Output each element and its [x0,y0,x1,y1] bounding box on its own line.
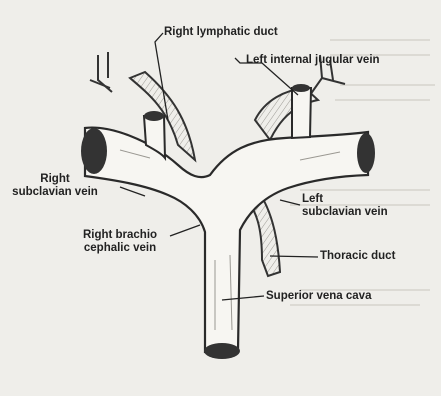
label-right-subclavian-vein: Right subclavian vein [4,173,106,199]
label-left-subclavian-vein-line2: subclavian vein [302,206,388,219]
left-subclavian-cut-end [357,133,375,173]
label-left-internal-jugular-vein: Left internal jugular vein [246,54,380,67]
label-right-subclavian-vein-line2: subclavian vein [4,186,106,199]
right-jugular-opening [144,111,164,121]
svc-cut-end [204,343,240,359]
label-right-brachiocephalic-vein: Right brachio cephalic vein [70,229,170,255]
label-left-subclavian-vein-line1: Left [302,193,388,206]
right-subclavian-cut-end [81,128,107,174]
label-right-lymphatic-duct: Right lymphatic duct [164,26,278,39]
label-right-brachiocephalic-vein-line2: cephalic vein [70,242,170,255]
label-right-brachiocephalic-vein-line1: Right brachio [70,229,170,242]
left-jugular-opening [292,84,310,92]
label-superior-vena-cava: Superior vena cava [266,290,371,303]
left-internal-jugular [292,88,311,138]
label-thoracic-duct: Thoracic duct [320,250,395,263]
label-left-subclavian-vein: Left subclavian vein [302,193,388,219]
right-small-branches [90,52,112,92]
label-right-subclavian-vein-line1: Right [4,173,106,186]
